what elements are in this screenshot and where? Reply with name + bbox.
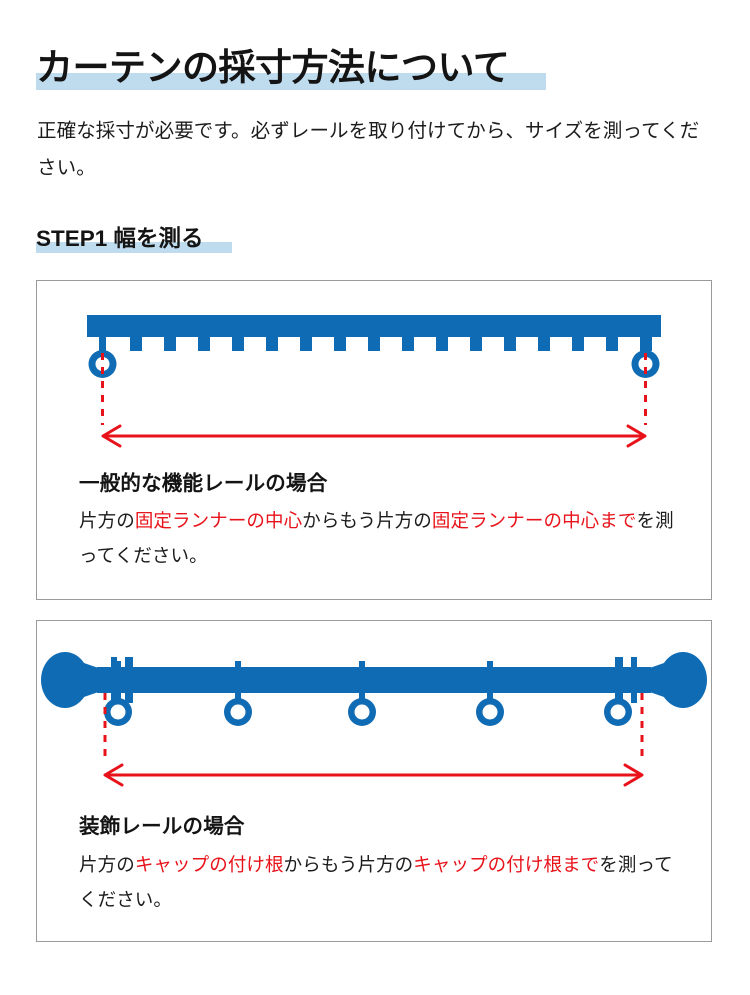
page-title: カーテンの採寸方法について [36, 44, 546, 92]
runner-tab [436, 337, 448, 351]
decorative-rail-caption-title: 装飾レールの場合 [79, 815, 245, 838]
runner-tab [130, 337, 142, 351]
function-rail-diagram [87, 315, 661, 448]
runner-tab [300, 337, 312, 351]
runner-tab [402, 337, 414, 351]
step1-heading-text: STEP1 幅を測る [36, 226, 204, 251]
curtain-ring [224, 661, 252, 726]
caption-part-plain: からもう片方の [302, 510, 432, 531]
decorative-rail-caption-body: 片方のキャップの付け根からもう片方のキャップの付け根までを測ってください。 [79, 847, 684, 917]
finial-left [41, 652, 119, 708]
decorative-rail-diagram [41, 652, 707, 787]
curtain-ring [604, 661, 632, 726]
caption-part-plain: を測ってください。 [79, 854, 673, 910]
caption-part-emphasis: キャップの付け根まで [413, 854, 600, 875]
function-rail-panel: 一般的な機能レールの場合 片方の固定ランナーの中心からもう片方の固定ランナーの中… [36, 280, 712, 600]
step-heading-highlight-band [36, 242, 232, 253]
decorative-pole [97, 667, 651, 693]
caption-part-plain: 片方の [79, 854, 135, 875]
runner-tab [198, 337, 210, 351]
curtain-ring [348, 661, 376, 726]
runner-tab [232, 337, 244, 351]
caption-part-plain: を測ってください。 [79, 510, 674, 566]
runner-tab-group [130, 337, 652, 351]
width-measure-arrow [103, 763, 644, 787]
curtain-rail-bar [87, 315, 661, 337]
curtain-ring [104, 661, 132, 726]
fixed-runner-right [631, 337, 660, 378]
width-measure-arrow [101, 424, 647, 448]
runner-tab [538, 337, 550, 351]
runner-tab [266, 337, 278, 351]
ring-group [104, 661, 632, 726]
bracket-left [111, 657, 133, 703]
caption-part-emphasis: 固定ランナーの中心まで [431, 510, 637, 531]
runner-tab [470, 337, 482, 351]
runner-tab [504, 337, 516, 351]
page-title-text: カーテンの採寸方法について [36, 47, 510, 88]
fixed-runner-left [88, 337, 117, 378]
runner-tab [606, 337, 618, 351]
caption-part-plain: からもう片方の [283, 854, 414, 875]
title-highlight-band [36, 73, 546, 90]
intro-paragraph: 正確な採寸が必要です。必ずレールを取り付けてから、サイズを測ってください。 [37, 120, 700, 179]
function-rail-caption-title: 一般的な機能レールの場合 [79, 472, 328, 495]
runner-tab [334, 337, 346, 351]
curtain-ring [476, 661, 504, 726]
caption-part-plain: 片方の [79, 510, 135, 531]
caption-part-emphasis: 固定ランナーの中心 [134, 510, 303, 531]
runner-tab [164, 337, 176, 351]
step1-heading: STEP1 幅を測る [36, 224, 232, 254]
runner-tab [572, 337, 584, 351]
caption-part-emphasis: キャップの付け根 [134, 854, 284, 875]
decorative-rail-panel: 装飾レールの場合 片方のキャップの付け根からもう片方のキャップの付け根までを測っ… [36, 620, 712, 942]
runner-tab [368, 337, 380, 351]
function-rail-caption-body: 片方の固定ランナーの中心からもう片方の固定ランナーの中心までを測ってください。 [79, 503, 684, 573]
